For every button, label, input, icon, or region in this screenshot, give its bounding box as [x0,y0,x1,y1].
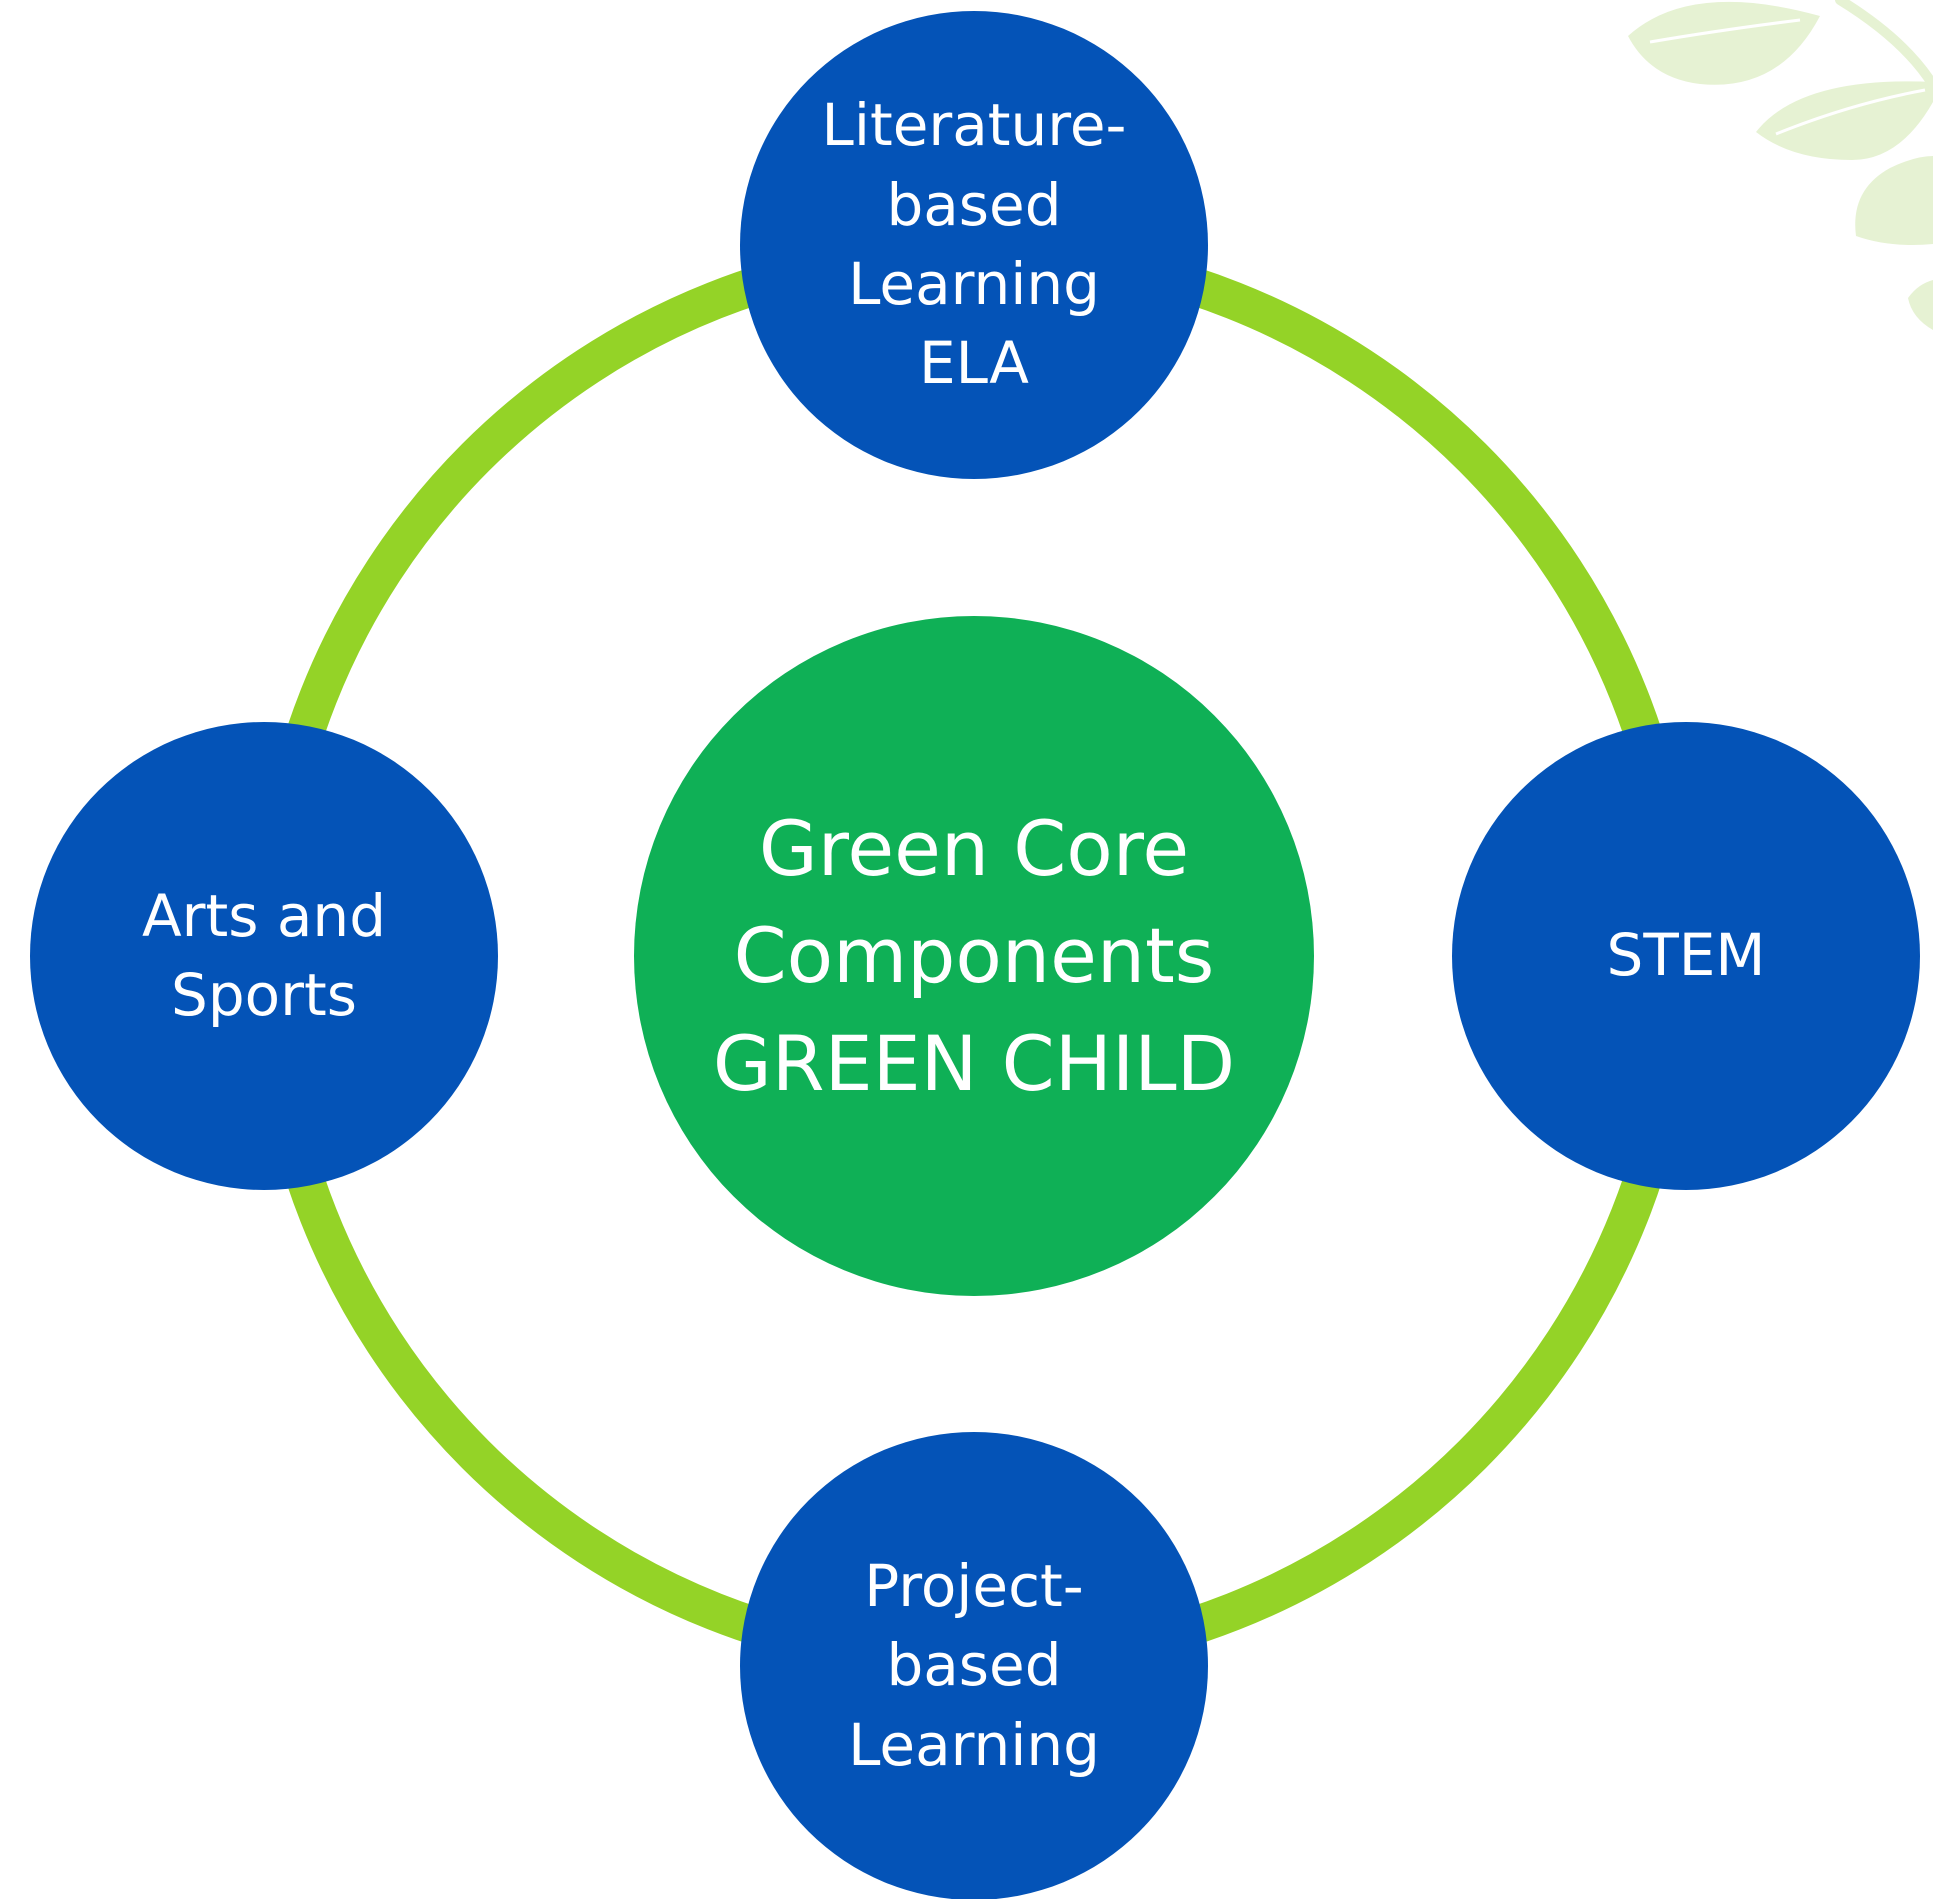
branch-stem [1835,0,1933,90]
leaf-4 [1908,280,1933,330]
center-node [634,616,1314,1296]
node-bottom-project [740,1432,1208,1899]
node-top-literature [740,11,1208,479]
node-right-label: STEM [1606,921,1766,990]
leaf-branch-icon [1628,0,1933,330]
node-right-stem [1452,722,1920,1190]
leaf-2 [1756,81,1933,160]
leaf-1-vein [1649,18,1801,44]
leaf-1 [1628,1,1820,85]
leaf-3 [1855,156,1933,245]
node-left-label: Arts and Sports [141,881,387,1029]
center-node-label: Green Core Components GREEN CHILD [712,804,1236,1108]
node-left-arts [30,722,498,1190]
leaf-2-vein [1775,88,1926,136]
node-bottom-label: Project- based Learning [848,1551,1100,1779]
node-top-label: Literature- based Learning ELA [821,91,1127,398]
